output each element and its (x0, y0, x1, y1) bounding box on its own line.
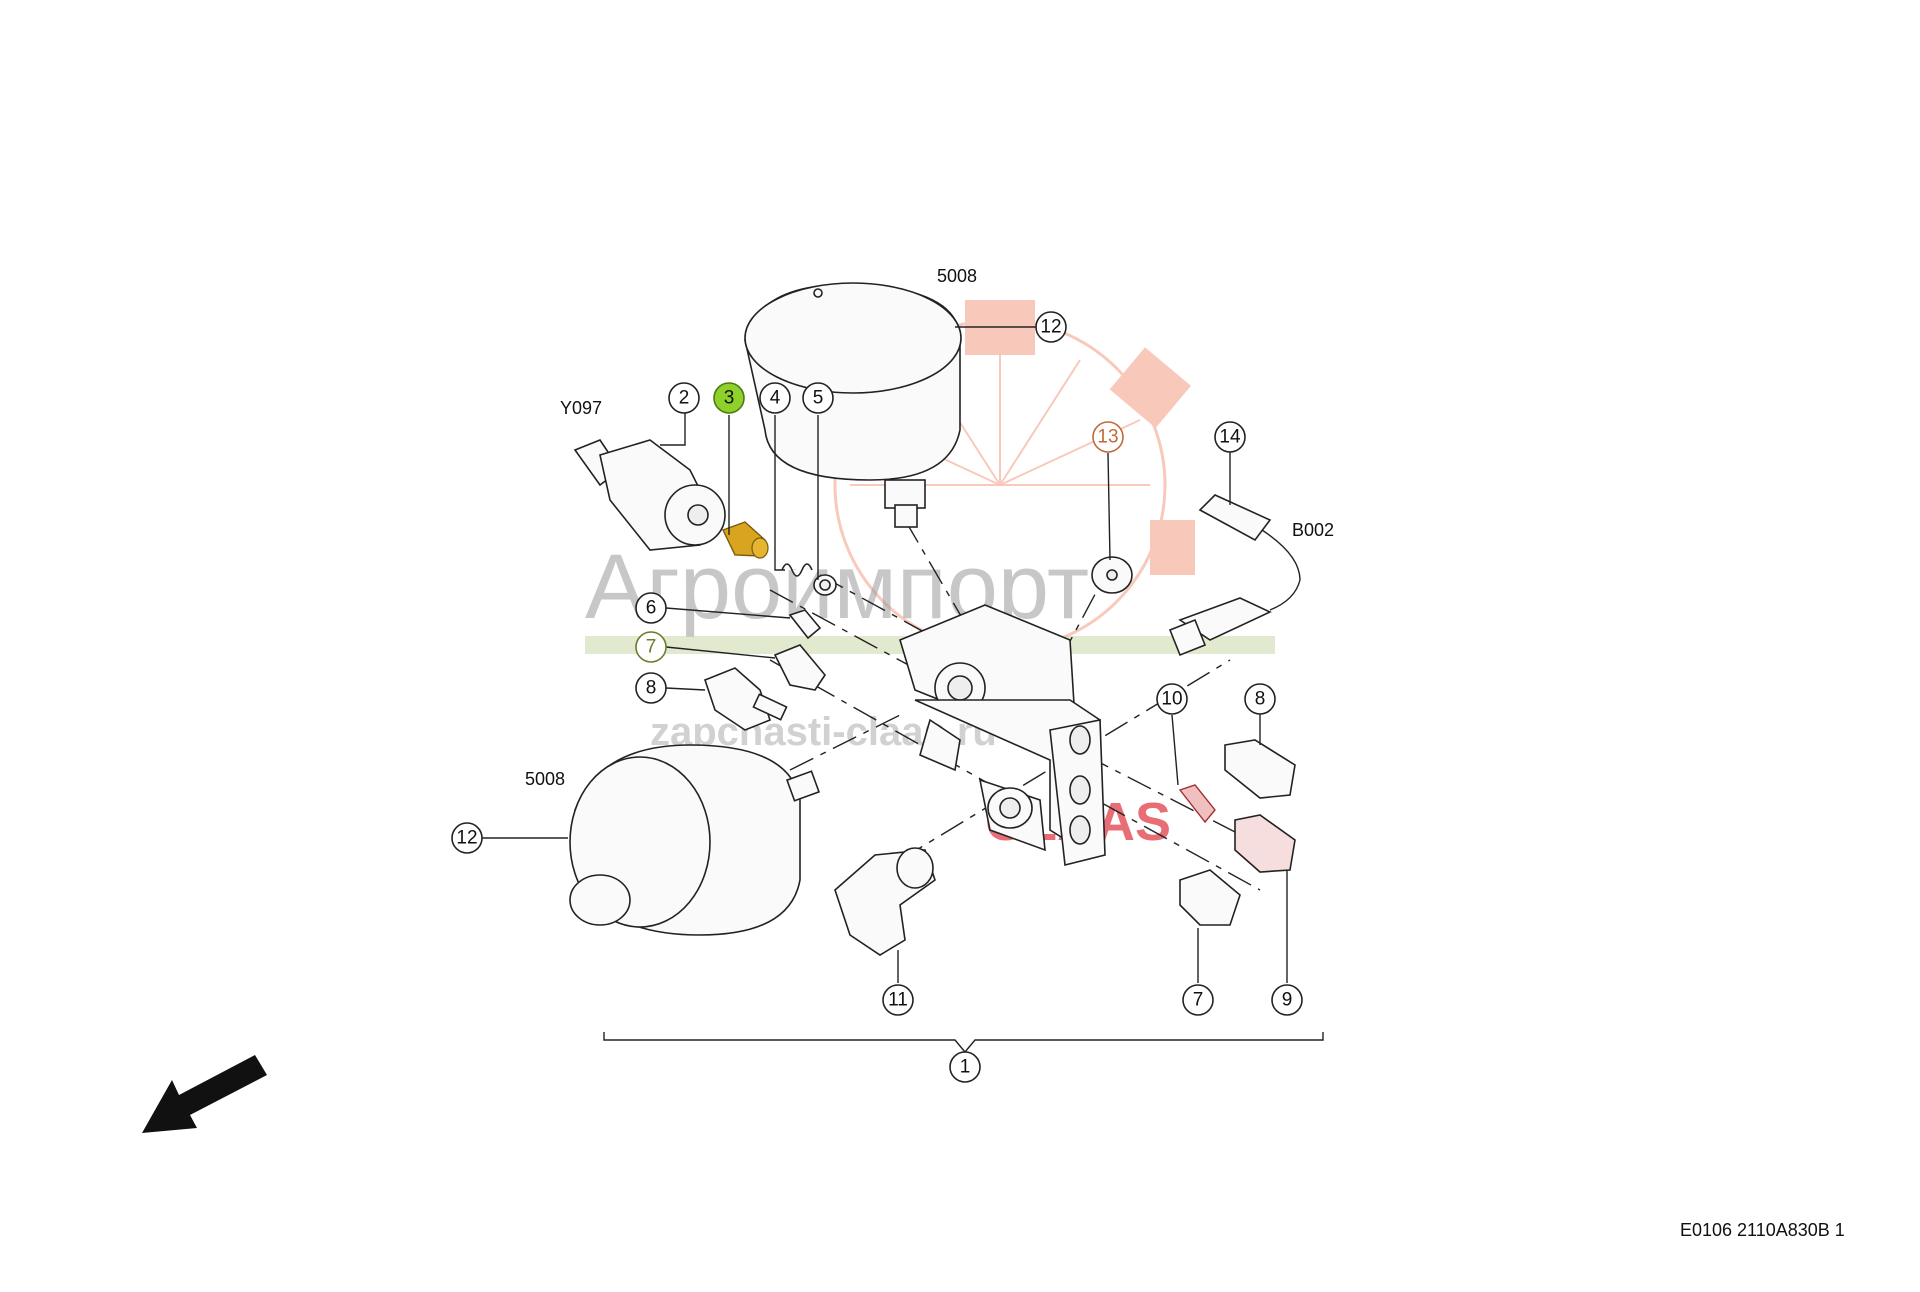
callout-12-top-number: 12 (1040, 317, 1061, 338)
callout-14[interactable]: 14 (1214, 421, 1246, 453)
callout-13[interactable]: 13 (1092, 421, 1124, 453)
elbow-part-11[interactable] (834, 847, 936, 956)
callout-11[interactable]: 11 (882, 984, 914, 1016)
solenoid-y097[interactable] (573, 439, 726, 551)
label-y097: Y097 (560, 398, 602, 418)
callout-10[interactable]: 9 (1271, 984, 1303, 1016)
fitting-part-8-left[interactable] (704, 667, 788, 731)
callout-4[interactable]: 4 (759, 382, 791, 414)
callout-5-number: 5 (813, 388, 824, 409)
fitting-part-7-left[interactable] (773, 644, 826, 691)
plug-part-13[interactable] (1091, 556, 1133, 594)
callout-8-right[interactable]: 8 (1244, 683, 1276, 715)
fitting-part-10[interactable] (1234, 814, 1296, 873)
callout-6-number: 6 (646, 598, 657, 619)
label-5008-bottom: 5008 (525, 769, 565, 789)
label-5008-top: 5008 (937, 266, 977, 286)
callout-1-number: 1 (960, 1057, 971, 1078)
callout-1[interactable]: 1 (949, 1051, 981, 1083)
fitting-part-8-right[interactable] (1224, 739, 1296, 799)
fitting-part-7-right[interactable] (1179, 869, 1241, 926)
callout-2[interactable]: 2 (668, 382, 700, 414)
valve-part-9[interactable] (1178, 784, 1216, 824)
ring-part-5[interactable] (813, 574, 837, 596)
callout-12-top[interactable]: 12 (1035, 311, 1067, 343)
direction-arrow-icon (142, 1055, 267, 1133)
callout-4-number: 4 (770, 388, 781, 409)
callout-8-left[interactable]: 8 (635, 672, 667, 704)
reference-code: E0106 2110A830B 1 (1680, 1220, 1845, 1240)
callout-7-right-number: 7 (1193, 990, 1204, 1011)
plug-part-6[interactable] (788, 609, 822, 640)
label-b002: B002 (1292, 520, 1334, 540)
valve-block[interactable] (899, 604, 1106, 866)
spring-part-4[interactable] (781, 563, 813, 577)
callout-7-left[interactable]: 7 (635, 631, 667, 663)
accumulator-bottom[interactable] (569, 744, 821, 936)
callout-11-number: 11 (888, 990, 908, 1011)
callout-7-right[interactable]: 7 (1182, 984, 1214, 1016)
sensor-b002[interactable] (1168, 494, 1301, 657)
callout-7-left-number: 7 (646, 637, 657, 658)
callout-5[interactable]: 5 (802, 382, 834, 414)
callout-6[interactable]: 6 (635, 592, 667, 624)
callout-12-bottom[interactable]: 12 (451, 822, 483, 854)
callout-2-number: 2 (679, 388, 690, 409)
insert-part-3[interactable] (722, 521, 769, 559)
accumulator-top[interactable] (744, 282, 962, 528)
callout-8-right-number: 8 (1255, 689, 1266, 710)
callout-3-number: 3 (724, 388, 735, 409)
callout-8-left-number: 8 (646, 678, 657, 699)
callout-10-number: 9 (1282, 990, 1293, 1011)
callout-9-number: 10 (1161, 689, 1182, 710)
callout-14-number: 14 (1219, 427, 1241, 448)
callout-12-bottom-number: 12 (456, 828, 477, 849)
callout-13-number: 13 (1097, 427, 1118, 448)
callout-9[interactable]: 10 (1156, 683, 1188, 715)
callout-3[interactable]: 3 (713, 382, 745, 414)
